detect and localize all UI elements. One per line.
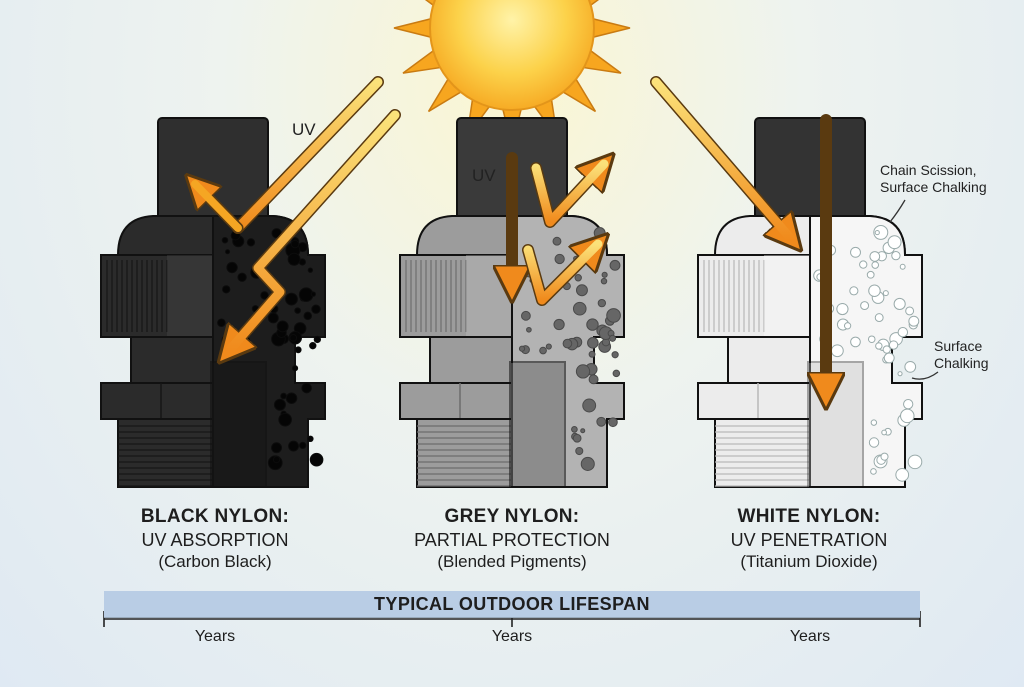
ray-grey-2	[530, 164, 604, 228]
material-name: WHITE NYLON:	[737, 506, 881, 527]
uv-label-black: UV	[292, 120, 316, 139]
ray-white-1	[650, 76, 792, 240]
material-mechanism: PARTIAL PROTECTION	[414, 530, 610, 551]
material-source: (Blended Pigments)	[437, 552, 587, 572]
uv-rays	[195, 76, 826, 395]
uv-label-grey: UV	[472, 166, 496, 185]
material-mechanism: UV PENETRATION	[730, 530, 888, 551]
ray-black-reflect	[195, 184, 244, 234]
lifespan-bar: TYPICAL OUTDOOR LIFESPAN	[104, 591, 920, 618]
material-source: (Titanium Dioxide)	[740, 552, 878, 572]
ray-grey-3	[522, 244, 598, 306]
ray-black-2	[228, 109, 401, 352]
ray-black-1	[232, 76, 384, 234]
callout-line-side	[911, 371, 939, 380]
label-white-nylon: WHITE NYLON: UV PENETRATION (Titanium Di…	[659, 506, 959, 571]
material-name: BLACK NYLON:	[140, 506, 290, 527]
lifespan-tick-black: Years	[194, 628, 236, 645]
callout-line-top	[889, 199, 906, 223]
material-mechanism: UV ABSORPTION	[141, 530, 289, 551]
lifespan-tick-white: Years	[789, 628, 831, 645]
label-black-nylon: BLACK NYLON: UV ABSORPTION (Carbon Black…	[65, 506, 365, 571]
material-name: GREY NYLON:	[444, 506, 580, 527]
sun-icon	[393, 0, 631, 147]
lifespan-tick-grey: Years	[491, 628, 533, 645]
callout-surface-chalking: Surface Chalking	[934, 338, 989, 371]
label-grey-nylon: GREY NYLON: PARTIAL PROTECTION (Blended …	[362, 506, 662, 571]
callout-chain-scission: Chain Scission, Surface Chalking	[880, 162, 987, 195]
material-source: (Carbon Black)	[158, 552, 272, 572]
